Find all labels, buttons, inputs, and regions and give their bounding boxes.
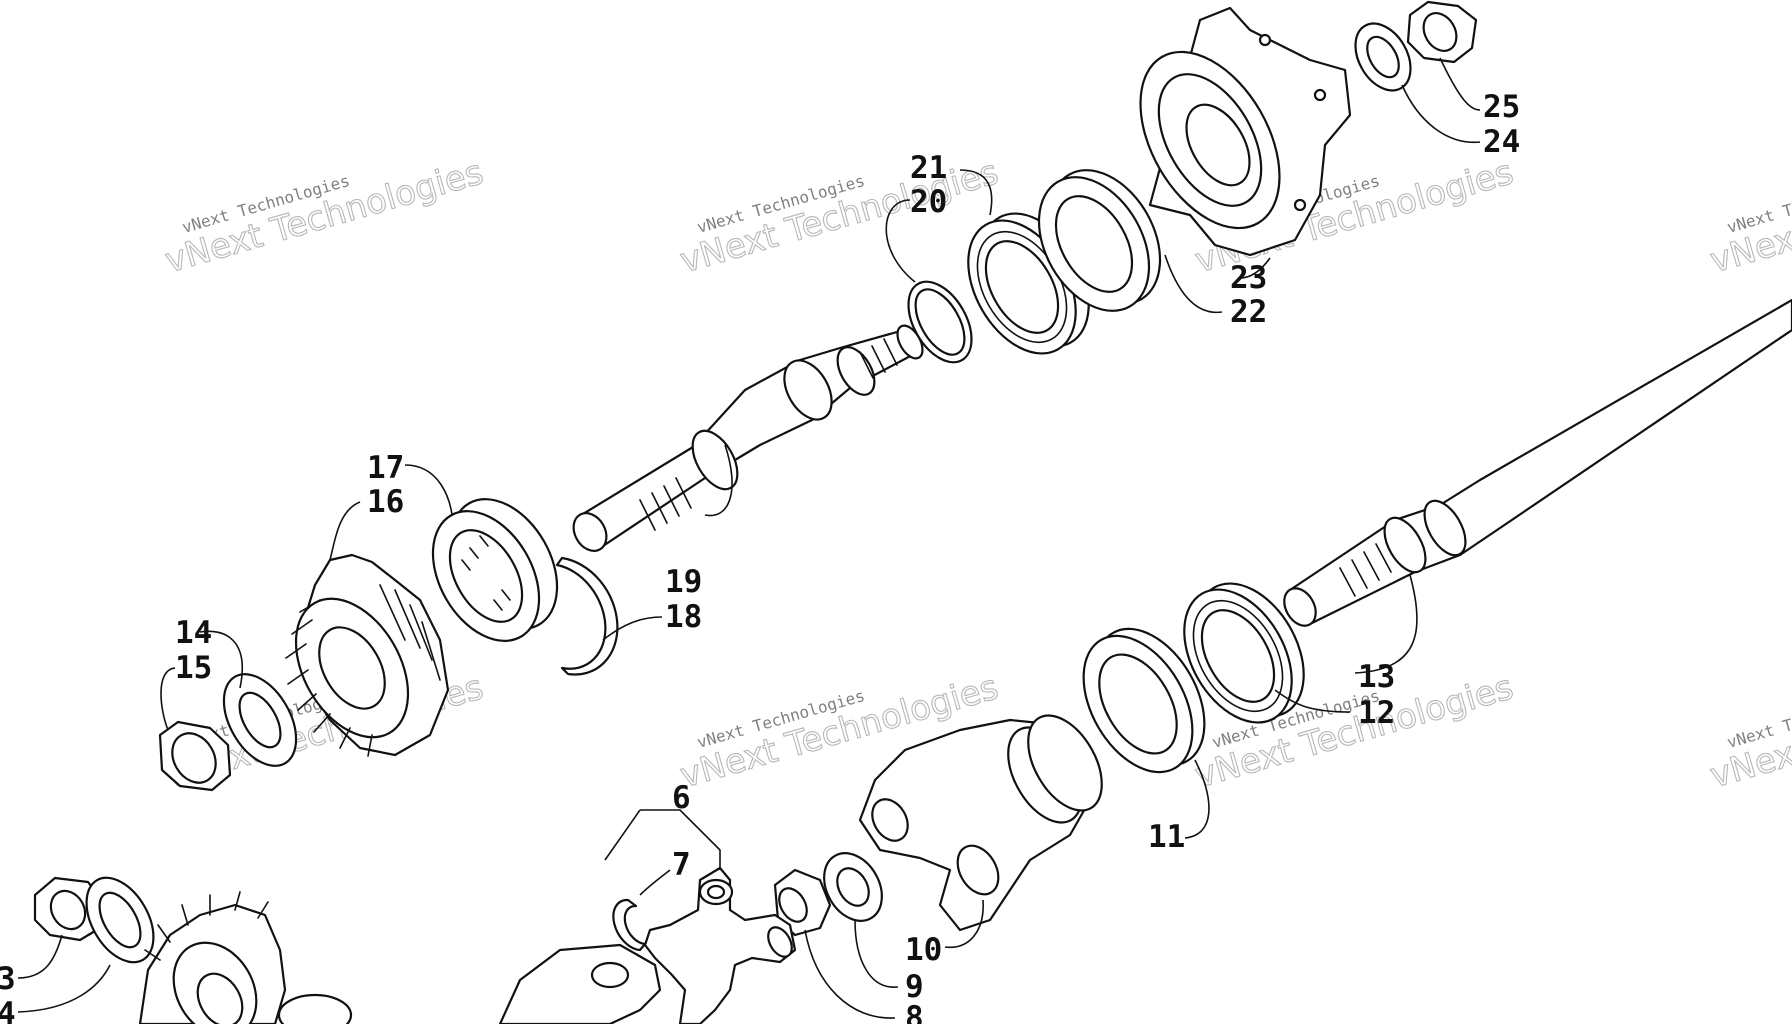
- callout-25: 25: [1483, 89, 1520, 125]
- nut-3: [33, 876, 104, 942]
- nut-15: [158, 720, 232, 792]
- callout-17: 17: [367, 450, 404, 486]
- circlip-18: [555, 556, 619, 676]
- callout-11: 11: [1148, 819, 1185, 855]
- universal-cross-6: [643, 866, 797, 1024]
- callout-21: 21: [910, 150, 947, 186]
- hub-23: [1139, 6, 1352, 257]
- callout-23: 23: [1230, 260, 1267, 296]
- callout-22: 22: [1230, 294, 1267, 330]
- bushing-17: [431, 498, 559, 642]
- callout-10: 10: [905, 932, 942, 968]
- callout-8: 8: [905, 1000, 924, 1024]
- callout-13: 13: [1358, 659, 1395, 695]
- callout-15: 15: [175, 650, 212, 686]
- bevel-gear-lower: [138, 891, 287, 1024]
- bearing-12: [1183, 582, 1305, 724]
- lower-shaft: [1283, 298, 1792, 627]
- washer-4: [85, 876, 155, 964]
- seal-11: [1082, 627, 1206, 774]
- callout-19: 19: [665, 564, 702, 600]
- washer-24: [1354, 22, 1412, 92]
- callout-6: 6: [672, 780, 691, 816]
- ring-20: [907, 280, 973, 364]
- callout-16: 16: [367, 484, 404, 520]
- washer-14: [222, 673, 298, 767]
- callout-labels: 25 24 23 22 21 20 17 16 19 18 14 15 13 1…: [0, 89, 1520, 1024]
- clip-7: [612, 898, 647, 952]
- seal-22: [1037, 169, 1162, 312]
- callout-18: 18: [665, 599, 702, 635]
- nut-25: [1406, 0, 1478, 64]
- callout-20: 20: [910, 184, 947, 220]
- washer-lower-fragment: [277, 993, 353, 1024]
- yoke-fragment-hole: [590, 961, 630, 989]
- yoke-fragment: [498, 943, 662, 1024]
- upper-shaft: [572, 324, 924, 552]
- bevel-gear-16: [285, 553, 450, 757]
- callout-24: 24: [1483, 124, 1520, 160]
- callout-14: 14: [175, 615, 212, 651]
- callout-7: 7: [672, 847, 691, 883]
- callout-9: 9: [905, 969, 924, 1005]
- callout-4: 4: [0, 996, 16, 1024]
- leader-lines: [17, 57, 1481, 1019]
- yoke-10: [858, 714, 1103, 932]
- callout-12: 12: [1358, 695, 1395, 731]
- callout-3: 3: [0, 961, 16, 997]
- washer-9: [823, 852, 883, 922]
